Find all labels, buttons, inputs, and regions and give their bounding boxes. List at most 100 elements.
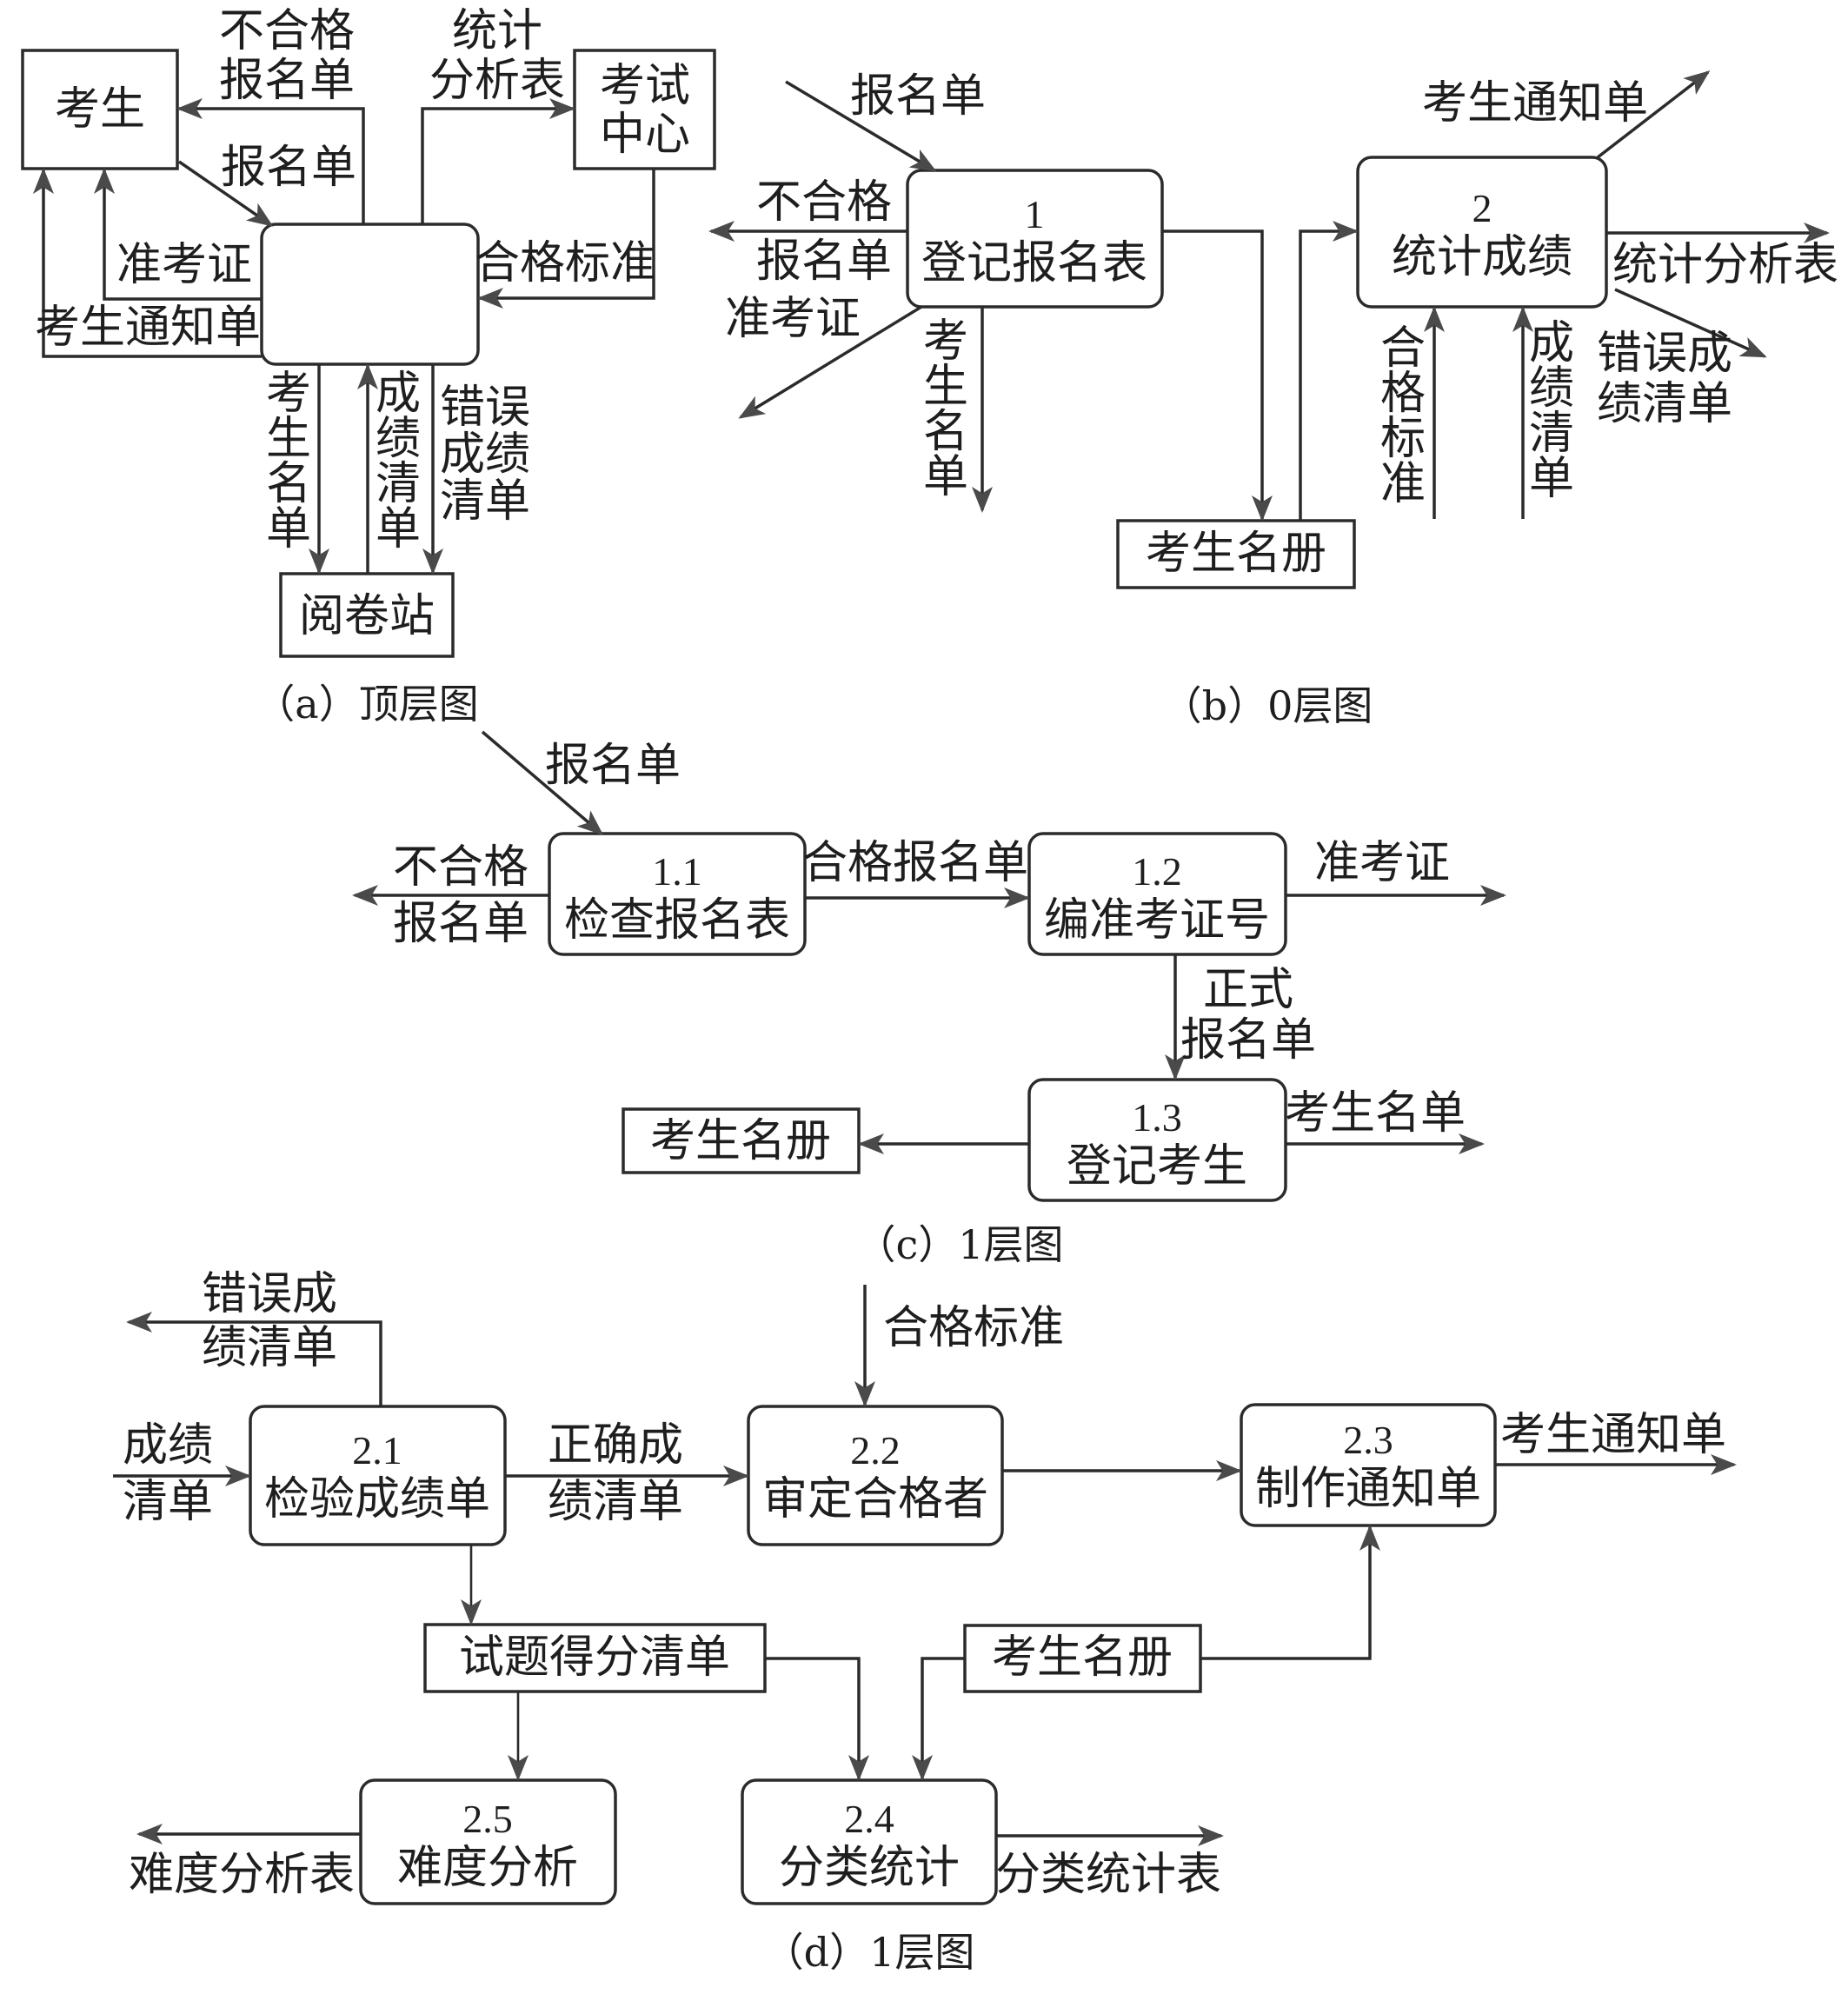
- process-1-2-id: 1.2: [1132, 849, 1182, 894]
- flow-d-correct-score-list-label-2: 绩清单: [548, 1476, 683, 1528]
- process-1-1-id: 1.1: [652, 849, 702, 894]
- store-item-scores-label: 试题得分清单: [459, 1632, 730, 1684]
- caption-d: （d）1层图: [764, 1929, 975, 1976]
- diagram-d-level1: 2.1 检验成绩单 2.2 审定合格者 2.3 制作通知单 2.4 分类统计 2…: [113, 1268, 1737, 1976]
- flow-c-formal-form-label-1: 正式: [1203, 964, 1293, 1016]
- process-2-5-name: 难度分析: [397, 1842, 578, 1894]
- flow-d-correct-score-list-label-1: 正确成: [548, 1419, 683, 1472]
- store-student-roster-b-label: 考生名册: [1146, 528, 1326, 580]
- flow-b-student-notice-label: 考生通知单: [1422, 77, 1648, 130]
- flow-a-stats-table-label-2: 分析表: [429, 55, 565, 107]
- flow-a-student-notice: [33, 168, 262, 358]
- process-1: [906, 169, 1164, 309]
- process-1-3-id: 1.3: [1132, 1095, 1182, 1140]
- process-2-1-id: 2.1: [352, 1428, 402, 1472]
- flow-a-stats-table: [421, 98, 575, 224]
- flow-a-pass-standard: [477, 169, 655, 309]
- entity-marking-station-label: 阅卷站: [299, 590, 435, 642]
- flow-c-registration-form: [481, 730, 604, 835]
- process-system: [260, 223, 480, 366]
- process-2-5: [359, 1778, 617, 1905]
- flow-b-reject-form-label-1: 不合格: [756, 176, 892, 229]
- entity-student: [21, 49, 179, 170]
- flow-d-error-score-list-label-2: 绩清单: [202, 1322, 337, 1374]
- process-2-5-id: 2.5: [462, 1797, 513, 1841]
- flow-c-registration-form-label: 报名单: [545, 740, 681, 792]
- store-student-roster-b: [1116, 519, 1356, 589]
- flow-b-admission-ticket: [738, 305, 922, 419]
- flow-d-item-scores-to-2-4: [765, 1657, 869, 1781]
- entity-exam-center-label-2: 中心: [600, 109, 690, 161]
- svg-text:生: 生: [266, 413, 311, 465]
- store-student-roster-c: [622, 1107, 861, 1174]
- flow-b-error-score-list-label-2: 绩清单: [1597, 378, 1732, 430]
- flow-b-registration-form-label: 报名单: [850, 70, 986, 123]
- caption-a: （a）顶层图: [255, 681, 478, 728]
- process-2-3-name: 制作通知单: [1255, 1463, 1481, 1515]
- svg-text:名: 名: [923, 406, 968, 458]
- svg-text:标: 标: [1380, 413, 1426, 465]
- svg-text:成: 成: [1529, 317, 1574, 369]
- flow-a-admission-ticket: [94, 168, 262, 301]
- flow-c-reject-form-label-1: 不合格: [393, 841, 528, 894]
- store-student-roster-d-label: 考生名册: [992, 1632, 1173, 1684]
- svg-text:准: 准: [1380, 458, 1426, 510]
- flow-c-admission-ticket-label: 准考证: [1314, 837, 1450, 889]
- flow-a-pass-standard-label: 合格标准: [475, 237, 655, 289]
- flow-b-reject-form-label-2: 报名单: [756, 236, 892, 288]
- flow-a-score-list-label: 成 绩 清 单: [376, 368, 421, 555]
- svg-text:单: 单: [1529, 453, 1574, 505]
- diagram-c-level1: 1.1 检查报名表 1.2 编准考证号 1.3 登记考生 考生名册 报名单 不合…: [352, 730, 1506, 1268]
- flow-a-student-list-label: 考 生 名 单: [266, 368, 311, 555]
- flow-d-pass-standard-label: 合格标准: [883, 1302, 1064, 1354]
- flow-a-registration-form-label: 报名单: [221, 142, 356, 194]
- flow-a-reject-form-label-2: 报名单: [219, 55, 355, 107]
- flow-a-reject-form-label-1: 不合格: [219, 5, 355, 57]
- flow-b-roster-to-2: [1299, 221, 1359, 521]
- flow-b-admission-ticket-label: 准考证: [725, 293, 861, 345]
- flow-a-student-notice-label: 考生通知单: [35, 302, 261, 354]
- process-2-id: 2: [1472, 186, 1492, 230]
- svg-text:生: 生: [923, 361, 968, 413]
- flow-a-stats-table-label-1: 统计: [452, 5, 542, 57]
- process-2-3-id: 2.3: [1343, 1418, 1393, 1462]
- flow-c-student-list-label: 考生名单: [1285, 1087, 1466, 1140]
- svg-text:清: 清: [376, 458, 421, 510]
- flow-d-difficulty-table-label: 难度分析表: [129, 1849, 355, 1901]
- svg-text:清: 清: [1529, 408, 1574, 460]
- process-1-id: 1: [1025, 192, 1045, 236]
- entity-exam-center: [573, 49, 716, 170]
- flow-d-category-table-label: 分类统计表: [995, 1849, 1221, 1901]
- process-2-4: [741, 1778, 998, 1905]
- entity-student-label: 考生: [55, 83, 145, 136]
- flow-d-roster-to-2-4: [912, 1657, 965, 1781]
- flow-a-reject-form: [176, 98, 365, 224]
- svg-text:清单: 清单: [440, 475, 530, 528]
- diagram-a-context: 考生 考试 中心 阅卷站 不合格 报名单 报名单 统计 分析表 合格标准 准考证…: [21, 5, 716, 728]
- svg-text:格: 格: [1380, 368, 1426, 420]
- flow-b-student-notice: [1596, 70, 1711, 159]
- flow-a-error-score-list-label: 错误 成绩 清单: [440, 382, 530, 528]
- flow-c-formal-form-label-2: 报名单: [1180, 1014, 1316, 1067]
- flow-b-error-score-list: [1614, 288, 1767, 358]
- diagram-b-level0: 1 登记报名表 2 统计成绩 考生名册 报名单 不合格 报名单 准考证 考 生 …: [708, 70, 1838, 729]
- flow-d-roster-to-2-3: [1200, 1525, 1380, 1660]
- process-2-1-name: 检验成绩单: [264, 1473, 490, 1525]
- flow-b-error-score-list-label-1: 错误成: [1597, 328, 1732, 380]
- flow-d-error-score-list-label-1: 错误成: [202, 1268, 337, 1320]
- flow-c-qualified-form-label: 合格报名单: [802, 837, 1028, 889]
- caption-c: （c）1层图: [855, 1221, 1063, 1268]
- svg-text:绩: 绩: [376, 413, 421, 465]
- svg-text:考: 考: [266, 368, 311, 420]
- svg-text:名: 名: [266, 458, 311, 510]
- svg-text:成绩: 成绩: [440, 429, 530, 481]
- process-1-2-name: 编准考证号: [1044, 894, 1270, 947]
- flow-b-registration-form: [785, 80, 937, 172]
- process-1-3: [1027, 1078, 1287, 1202]
- process-2-2-id: 2.2: [850, 1428, 901, 1472]
- svg-text:错误: 错误: [440, 382, 530, 434]
- flow-b-student-list-label: 考 生 名 单: [923, 316, 968, 503]
- flow-b-pass-standard-label: 合 格 标 准: [1380, 322, 1426, 510]
- flow-b-stats-table-label: 统计分析表: [1612, 239, 1838, 291]
